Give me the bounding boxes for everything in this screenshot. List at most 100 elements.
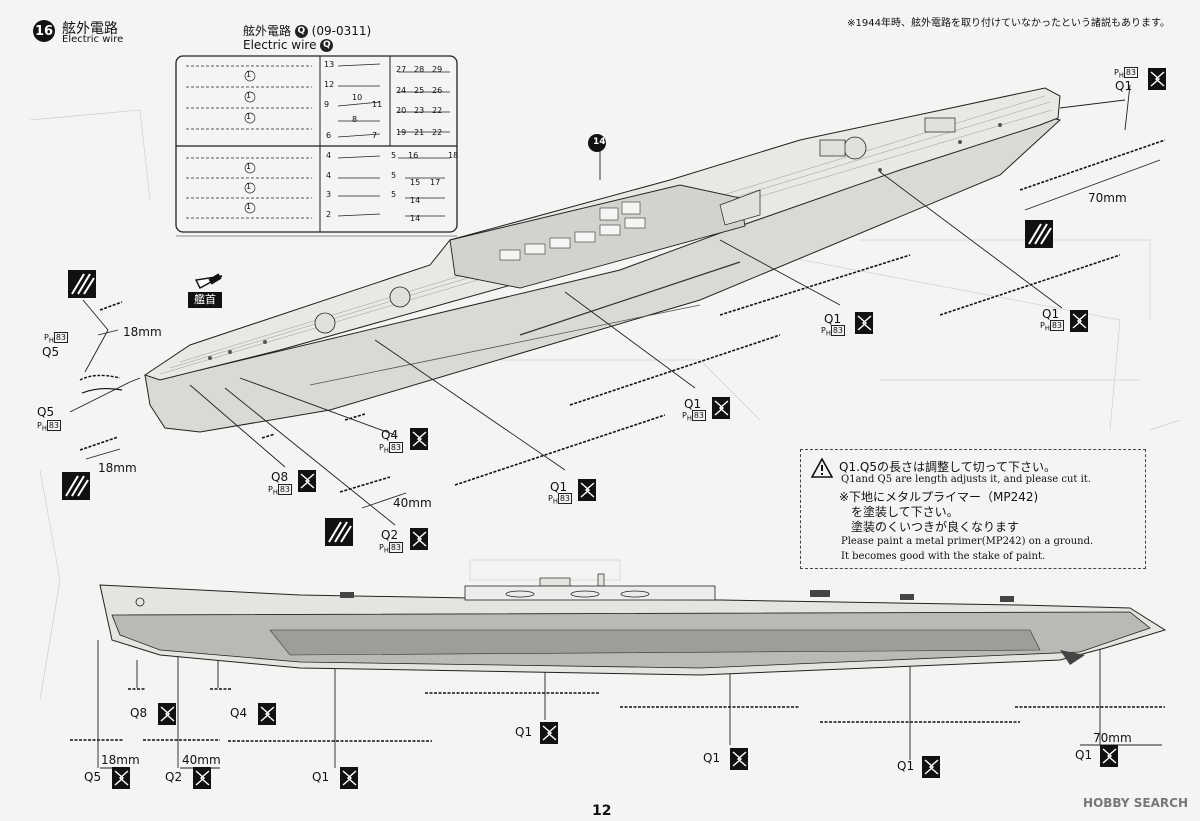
label-q1: Q1 <box>1075 748 1093 762</box>
caution-line-3: ※下地にメタルプライマー（MP242) <box>839 490 1039 504</box>
sprue-num: 7 <box>372 131 378 140</box>
sprue-num: 29 <box>432 65 443 74</box>
label-q2: Q2 <box>381 528 399 542</box>
part-callout-icons <box>112 68 1166 789</box>
ph-num: 83 <box>1123 67 1139 78</box>
sprue-num: 9 <box>324 100 330 109</box>
caution-line-6: Please paint a metal primer(MP242) on a … <box>841 536 1094 547</box>
sprue-num: 8 <box>352 115 358 124</box>
ph-num: 83 <box>277 484 293 495</box>
ph-num: 83 <box>557 493 573 504</box>
ph-letter: P <box>44 333 49 342</box>
ph-sub: H <box>383 446 389 455</box>
sprue-num: 22 <box>432 106 443 115</box>
bow-label: 艦首 <box>188 292 222 308</box>
sprue-num: 14 <box>410 214 421 223</box>
sprue-letter-badge-2: Q <box>320 39 334 52</box>
sprue-num: 17 <box>430 178 441 187</box>
sprue-num: 24 <box>396 86 407 95</box>
ph-num: 83 <box>53 332 69 343</box>
sprue-title: 舷外電路 Q (09-0311) <box>243 22 371 39</box>
sprue-code: (09-0311) <box>311 24 372 38</box>
sprue-num: 21 <box>414 128 425 137</box>
caution-line-4: を塗装して下さい。 <box>851 505 959 519</box>
cut-icons <box>62 220 1053 546</box>
ph-letter: P <box>379 443 384 452</box>
sprue-num: 1 <box>246 70 252 79</box>
label-q2: Q2 <box>165 770 183 784</box>
ph-letter: P <box>1040 321 1045 330</box>
ph-letter: P <box>821 326 826 335</box>
sprue-title-en: Electric wire Q <box>243 38 334 52</box>
ph-sub: H <box>48 336 54 345</box>
ph-num: 83 <box>388 542 404 553</box>
sprue-num: 1 <box>246 112 252 121</box>
ph-sub: H <box>552 497 558 506</box>
label-q1: Q1 <box>824 312 842 326</box>
label-q1: Q1 <box>550 480 568 494</box>
sprue-num: 10 <box>352 93 363 102</box>
ph-letter: P <box>548 494 553 503</box>
ph-num: 83 <box>830 325 846 336</box>
dim-70mm: 70mm <box>1088 191 1127 205</box>
sprue-num: 5 <box>391 151 397 160</box>
label-q1: Q1 <box>1115 79 1133 93</box>
label-q8: Q8 <box>271 470 289 484</box>
sprue-num: 1 <box>246 202 252 211</box>
label-q1: Q1 <box>312 770 330 784</box>
sprue-num: 22 <box>432 128 443 137</box>
label-q1: Q1 <box>1042 307 1060 321</box>
sprue-num: 5 <box>391 190 397 199</box>
leader-lines <box>69 84 1131 768</box>
step-title: 舷外電路 <box>62 21 118 37</box>
ph-letter: P <box>37 421 42 430</box>
dimension-lines <box>85 159 1162 769</box>
ph-sub: H <box>686 414 692 423</box>
sprue-num: 26 <box>432 86 443 95</box>
sprue-num: 15 <box>410 178 421 187</box>
dim-70mm: 70mm <box>1093 731 1132 745</box>
dim-18mm: 18mm <box>101 753 140 767</box>
label-q5: Q5 <box>84 770 102 784</box>
ph-num: 83 <box>691 410 707 421</box>
sprue-num: 27 <box>396 65 407 74</box>
sprue-num: 19 <box>396 128 407 137</box>
sprue-num: 4 <box>326 171 332 180</box>
label-q5: Q5 <box>37 405 55 419</box>
sprue-num: 3 <box>326 190 332 199</box>
label-q4: Q4 <box>381 428 399 442</box>
ph-num: 83 <box>46 420 62 431</box>
sprue-num: 18 <box>448 151 459 160</box>
ship-perspective <box>143 87 1062 433</box>
watermark: HOBBY SEARCH <box>1083 796 1188 810</box>
ph-sub: H <box>41 424 47 433</box>
dim-40mm: 40mm <box>393 496 432 510</box>
ph-letter: P <box>379 543 384 552</box>
sprue-frame <box>175 55 458 237</box>
sprue-num: 14 <box>410 196 421 205</box>
ph-sub: H <box>1118 71 1124 80</box>
ph-num: 83 <box>388 442 404 453</box>
wire-strips <box>70 139 1166 742</box>
ph-sub: H <box>825 329 831 338</box>
sprue-title-text: 舷外電路 <box>243 24 292 38</box>
sprue-num: 25 <box>414 86 425 95</box>
dim-18mm: 18mm <box>98 461 137 475</box>
step-number: 16 <box>33 20 55 42</box>
sprue-num: 12 <box>324 80 335 89</box>
sprue-num: 2 <box>326 210 332 219</box>
sprue-num: 1 <box>246 91 252 100</box>
ph-sub: H <box>272 488 278 497</box>
dim-18mm: 18mm <box>123 325 162 339</box>
callout-14-label: 14 <box>593 137 606 147</box>
caution-box: Q1.Q5の長さは調整して切って下さい。 Q1and Q5 are length… <box>800 449 1146 569</box>
